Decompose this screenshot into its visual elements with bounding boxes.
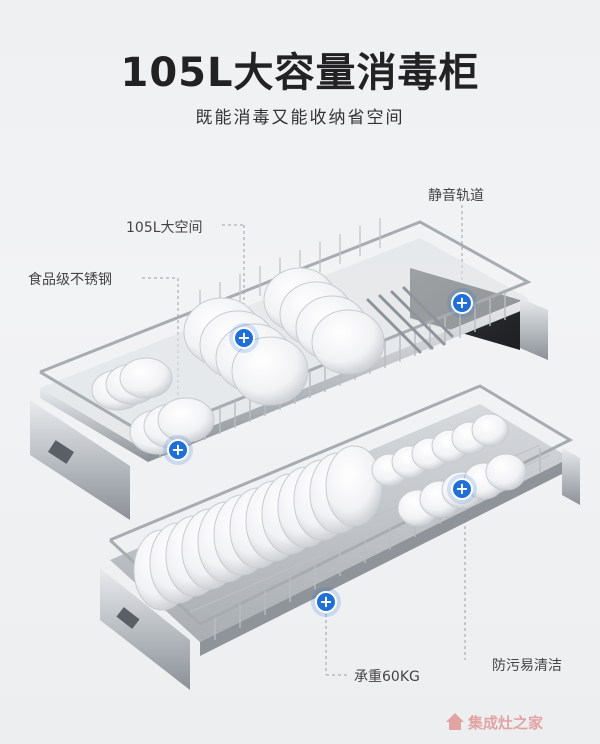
lower-basket	[100, 384, 580, 690]
callout-food-grade-steel: 食品级不锈钢	[28, 272, 112, 288]
hotspot-large-space[interactable]: +	[233, 327, 255, 349]
upper-basket	[30, 218, 548, 520]
watermark-house-icon	[446, 713, 464, 730]
callout-load-bearing: 承重60KG	[354, 669, 420, 685]
page-title: 105L大容量消毒柜	[120, 50, 480, 96]
hotspot-anti-fouling[interactable]: +	[451, 478, 473, 500]
callout-large-space: 105L大空间	[126, 220, 203, 236]
hotspot-silent-rail[interactable]: +	[451, 292, 473, 314]
callout-anti-fouling: 防污易清洁	[492, 658, 562, 674]
watermark-text: 集成灶之家	[468, 714, 544, 732]
hotspot-food-grade-steel[interactable]: +	[167, 439, 189, 461]
hotspot-load-bearing[interactable]: +	[315, 591, 337, 613]
page-subtitle: 既能消毒又能收纳省空间	[195, 108, 405, 128]
callout-silent-rail: 静音轨道	[428, 188, 484, 204]
